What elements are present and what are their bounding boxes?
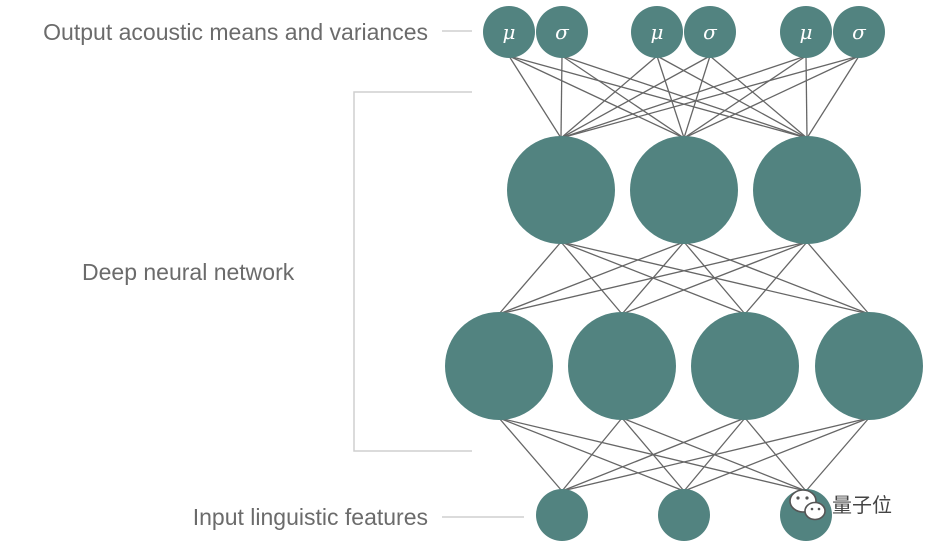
hidden1-node [630,136,738,244]
edge-output-hidden1 [561,55,685,139]
edge-output-hidden1 [683,55,860,139]
edge-output-hidden1 [560,55,658,139]
edge-hidden2-input [498,417,563,492]
leader-lines [353,30,524,518]
input-node [536,489,588,541]
output-node-symbol: σ [703,20,718,44]
edge-output-hidden1 [709,55,808,139]
watermark: 量子位 [789,489,892,521]
edge-hidden2-input [561,417,623,492]
edge-output-hidden1 [656,55,685,139]
output-node-symbol: μ [651,20,664,44]
edge-hidden1-hidden2 [498,241,685,315]
edge-hidden1-hidden2 [806,241,870,315]
edge-hidden2-input [561,417,746,492]
hidden1-node [507,136,615,244]
edge-hidden1-hidden2 [498,241,808,315]
output-node-symbol: μ [503,20,516,44]
edge-output-hidden1 [805,55,808,139]
dnn-bracket [353,91,472,452]
edge-output-hidden1 [656,55,808,139]
edge-output-hidden1 [560,55,860,139]
output-node [833,6,885,58]
edge-hidden2-input [683,417,870,492]
output-node-symbol: μ [800,20,813,44]
edges-group [498,55,870,492]
hidden1-node [753,136,861,244]
edge-hidden2-input [805,417,870,492]
edge-output-hidden1 [508,55,562,139]
edge-hidden2-input [561,417,870,492]
watermark-text: 量子位 [832,493,892,517]
output-node-symbol: σ [555,20,570,44]
hidden2-node [445,312,553,420]
edge-output-hidden1 [560,55,711,139]
edge-output-hidden1 [806,55,860,139]
wechat-icon [789,489,826,521]
edge-output-hidden1 [560,55,563,139]
edge-output-hidden1 [683,55,711,139]
input-layer-label: Input linguistic features [193,504,428,530]
hidden-layers-label: Deep neural network [82,259,295,285]
edge-hidden1-hidden2 [621,241,808,315]
output-node [536,6,588,58]
edge-output-hidden1 [683,55,807,139]
input-node [658,489,710,541]
output-node [684,6,736,58]
edge-output-hidden1 [508,55,685,139]
edge-hidden1-hidden2 [744,241,808,315]
hidden2-node [815,312,923,420]
output-node [483,6,535,58]
edge-output-hidden1 [508,55,808,139]
edge-hidden1-hidden2 [498,241,562,315]
output-node [631,6,683,58]
output-node [780,6,832,58]
output-layer-label: Output acoustic means and variances [43,19,428,45]
hidden2-node [691,312,799,420]
edge-output-hidden1 [560,55,807,139]
hidden2-node [568,312,676,420]
output-node-symbol: σ [852,20,867,44]
